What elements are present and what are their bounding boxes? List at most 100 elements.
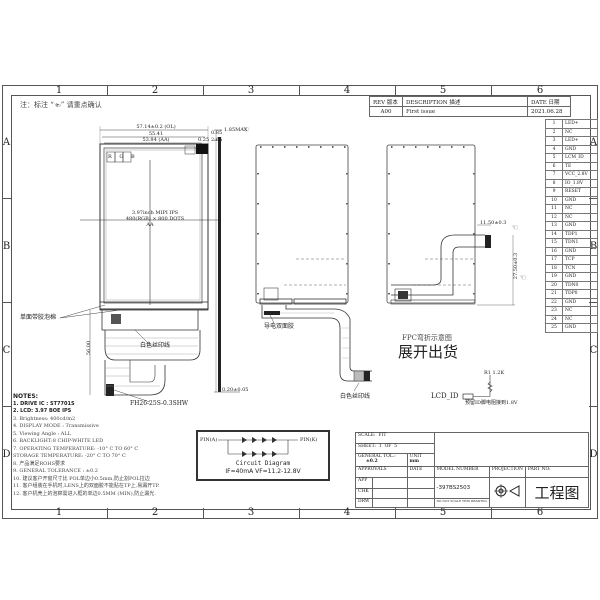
approvals-header: APPROVALS: [355, 466, 408, 478]
panel-spec-line-1: 3.97inch MIPI IPS: [131, 210, 179, 216]
rev-header: REV 版本: [369, 96, 403, 107]
third-angle-projection-icon: [494, 484, 520, 499]
zone-divider: [2, 198, 11, 199]
zone-label-top-6: 6: [536, 85, 544, 96]
pin-number: 2: [545, 127, 563, 137]
zone-divider: [395, 508, 396, 518]
checked-by-value: [371, 487, 408, 500]
dim-active-area-width: 53.84 (AA): [142, 137, 170, 143]
pin-signal: TCP: [562, 255, 598, 265]
dim-outline-width: 57.14±0.2 (OL): [136, 124, 176, 130]
note-item: 11. 客户组装在手机时,LENS上的双面胶不能贴在TP上,易漏开TP.: [13, 483, 160, 489]
side-view: 1.85MAX 0.25 0.20±0.05 ☜: [198, 125, 250, 405]
pin-signal: LED+: [562, 119, 598, 129]
pin-signal: VCC_2.8V: [562, 170, 598, 180]
approvals-date-header: DATE: [406, 466, 435, 478]
circuit-spec: IF=40mA VF=11.2-12.8V: [225, 468, 301, 475]
part-number-header: PART NO:: [524, 466, 590, 478]
zone-label-right-D: D: [589, 449, 598, 460]
zone-label-top-4: 4: [343, 85, 351, 96]
checked-date-value: [406, 487, 435, 500]
lcd-id-note: 预留ID脚电阻接到1.8V: [465, 400, 518, 406]
model-number-header: MODEL NUMBER: [433, 466, 490, 478]
zone-divider: [395, 85, 396, 95]
zone-divider: [491, 85, 492, 95]
drawn-date-value: [406, 498, 435, 508]
approved-by-label: APP: [355, 476, 373, 489]
zone-divider: [2, 302, 11, 303]
pin-signal: TDP0: [562, 289, 598, 299]
pin-number: 4: [545, 144, 563, 154]
revision-table: REV 版本 DESCRIPTION 描述 DATE 日期 A00 First …: [369, 96, 571, 117]
panel-spec-line-3: AA: [146, 222, 154, 228]
drawn-by-label: DRW: [355, 498, 373, 508]
pin-number: 18: [545, 263, 563, 273]
pin-number: 10: [545, 195, 563, 205]
lcd-id-label: LCD_ID: [431, 392, 459, 400]
dim-right-1: 0.85: [211, 130, 223, 136]
led-circuit-schematic: [218, 437, 298, 457]
pin-number: 17: [545, 255, 563, 265]
pin-signal: NC: [562, 306, 598, 316]
pin-number: 20: [545, 280, 563, 290]
pin-signal: GND: [562, 297, 598, 307]
sheet-total: 5: [394, 443, 398, 449]
fold-view-drawing: [386, 144, 515, 306]
pin-signal: NC: [562, 212, 598, 222]
scale-label: SCALE:: [358, 433, 376, 438]
pin-number: 5: [545, 153, 563, 163]
model-number-value: -397BS2503: [433, 476, 490, 500]
note-item: 5. Viewing Angle : ALL: [13, 430, 72, 437]
pin-number: 25: [545, 323, 563, 333]
pin-signal: LCM_ID: [562, 153, 598, 163]
zone-label-top-3: 3: [247, 85, 255, 96]
zone-label-left-D: D: [2, 449, 11, 460]
date-value: 2021.06.28: [527, 106, 571, 117]
description-value: First issue: [402, 106, 528, 117]
approved-date-value: [406, 476, 435, 489]
pin-signal: GND: [562, 246, 598, 256]
tolerance-value: ±0.2: [366, 459, 378, 465]
zone-divider: [491, 508, 492, 518]
checked-by-label: CHK: [355, 487, 373, 500]
back-view: 导电双面胶 白色丝印线: [254, 143, 384, 418]
important-note-header: 注：标注 “☜” 请重点确认: [20, 101, 102, 109]
dim-bottom: 0.20±0.05: [222, 387, 249, 393]
title-block-blank: [433, 431, 590, 468]
drawn-by-value: [371, 498, 408, 508]
tolerance-label: GENERAL TOL.:: [358, 454, 396, 460]
pin-number: 3: [545, 136, 563, 146]
pin-signal: TDN0: [562, 280, 598, 290]
zone-label-bottom-2: 2: [151, 507, 159, 518]
note-item: 7. OPERATING TEMPERATURE: -10° C TO 60° …: [13, 445, 139, 452]
zone-label-top-2: 2: [151, 85, 159, 96]
rgb-label: R G B: [108, 154, 138, 160]
date-header: DATE 日期: [527, 96, 571, 107]
pin-signal: NC: [562, 314, 598, 324]
front-view-drawing: [59, 126, 220, 403]
resistor-label: R1 1.2K: [484, 370, 505, 376]
pin-number: 24: [545, 314, 563, 324]
note-item: 12. 客户机壳上的泡棉需进入框的单边0.5MM (MIN),防止漏光.: [13, 490, 156, 497]
shipment-status-title: 展开出货: [398, 343, 459, 361]
zone-label-bottom-1: 1: [55, 507, 63, 518]
engineering-drawing-stamp: 工程图: [524, 476, 590, 509]
panel-spec-line-2: 480(RGB) × 800 DOTS: [125, 216, 185, 222]
pin-number: 12: [545, 212, 563, 222]
note-item: 8. 产品满足ROHS要求: [13, 460, 66, 467]
zone-divider: [203, 508, 204, 518]
pin-number: 8: [545, 178, 563, 188]
